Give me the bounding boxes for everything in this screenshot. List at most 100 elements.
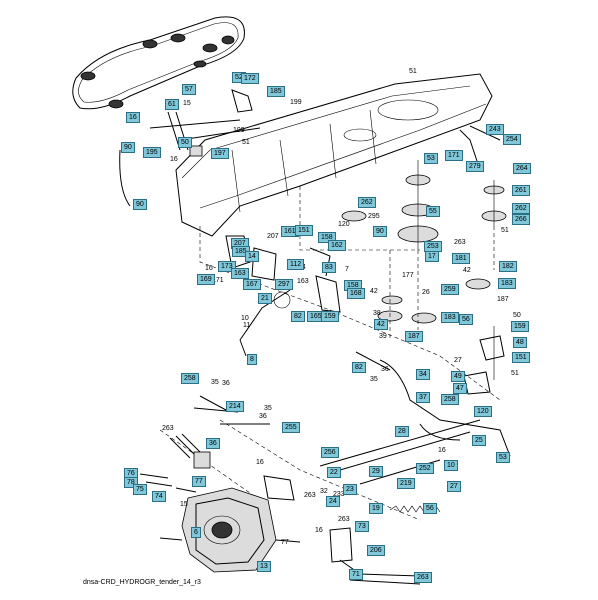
callout: 53 <box>424 153 438 164</box>
callout: 13 <box>257 561 271 572</box>
callout: 263 <box>304 492 316 499</box>
callout: 22 <box>327 467 341 478</box>
small-hardware <box>139 433 295 501</box>
spindle-pulleys <box>341 160 507 324</box>
callout: 71 <box>349 569 363 580</box>
drive-belt-inner <box>78 22 239 103</box>
callout: 171 <box>445 150 463 161</box>
callout: 206 <box>367 545 385 556</box>
callout: 11 <box>243 322 251 329</box>
callout: 77 <box>192 476 206 487</box>
callout: 173 <box>218 261 236 272</box>
callout: 120 <box>474 406 492 417</box>
callout: 183 <box>498 278 516 289</box>
callout: 78 <box>124 477 138 488</box>
callout: 258 <box>441 394 459 405</box>
callout: 26 <box>422 289 430 296</box>
callout: 233 <box>333 491 345 498</box>
callout: 263 <box>414 572 432 583</box>
callout: 61 <box>165 99 179 110</box>
callout: 262 <box>512 203 530 214</box>
callout: 36 <box>381 366 389 373</box>
callout: 219 <box>397 478 415 489</box>
callout: 10 <box>241 315 249 322</box>
callout: 177 <box>402 272 414 279</box>
callout: 259 <box>441 284 459 295</box>
callout: 120 <box>338 221 350 228</box>
callout: 32 <box>320 488 328 495</box>
callout: 256 <box>321 447 339 458</box>
callout: 24 <box>326 496 340 507</box>
callout: 35 <box>211 379 219 386</box>
callout: 90 <box>373 226 387 237</box>
callout: 254 <box>503 134 521 145</box>
callout: 42 <box>374 319 388 330</box>
callout: 162 <box>328 240 346 251</box>
callout: 16 <box>256 459 264 466</box>
callout: 181 <box>452 253 470 264</box>
callout: 252 <box>416 463 434 474</box>
callout: 255 <box>282 422 300 433</box>
callout: 279 <box>466 161 484 172</box>
callout: 261 <box>512 185 530 196</box>
callout: 159 <box>511 321 529 332</box>
frame-chassis <box>175 73 493 237</box>
callout: 266 <box>512 214 530 225</box>
callout: 197 <box>211 148 229 159</box>
callout: 151 <box>512 352 530 363</box>
callout: 112 <box>287 259 305 270</box>
callout: 15 <box>183 100 191 107</box>
drive-belt <box>72 16 245 110</box>
callout: 182 <box>499 261 517 272</box>
callout: 38 <box>373 310 381 317</box>
callout: 39 <box>379 333 387 340</box>
callout: 34 <box>416 369 430 380</box>
callout: 82 <box>291 311 305 322</box>
callout: 73 <box>355 521 369 532</box>
callout: 35 <box>264 405 272 412</box>
callout: 168 <box>347 288 365 299</box>
callout: 199 <box>233 127 245 134</box>
callout: 187 <box>405 331 423 342</box>
callout: 16 <box>205 265 213 272</box>
callout: 258 <box>181 373 199 384</box>
callout: 51 <box>511 370 519 377</box>
callout: 207 <box>267 233 279 240</box>
callout: 27 <box>447 481 461 492</box>
callout: 172 <box>241 73 259 84</box>
callout: 56 <box>459 314 473 325</box>
callout: 36 <box>222 380 230 387</box>
mid-brackets <box>225 235 341 357</box>
callout: 163 <box>297 278 309 285</box>
callout: 183 <box>441 312 459 323</box>
callout: 16 <box>170 156 178 163</box>
callout: 163 <box>231 268 249 279</box>
callout: 51 <box>501 227 509 234</box>
callout: 56 <box>423 503 437 514</box>
callout: 48 <box>513 337 527 348</box>
callout: 263 <box>454 239 466 246</box>
assembly-centerlines <box>159 186 501 521</box>
callout: 10 <box>444 460 458 471</box>
callout: 28 <box>395 426 409 437</box>
callout: 83 <box>322 262 336 273</box>
drawing-id-caption: dnsa-CRD_HYDROGR_tender_14_r3 <box>83 579 201 586</box>
callout: 19 <box>369 503 383 514</box>
callout: 167 <box>243 279 261 290</box>
callout: 214 <box>226 401 244 412</box>
callout: 8 <box>247 354 257 365</box>
callout: 158 <box>318 232 336 243</box>
callout: 171 <box>212 277 224 284</box>
callout: 15 <box>180 501 188 508</box>
callout: 6 <box>191 527 201 538</box>
callout: 16 <box>126 112 140 123</box>
callout: 263 <box>162 425 174 432</box>
callout: 27 <box>454 357 462 364</box>
callout: 53 <box>496 452 510 463</box>
callout: 23 <box>343 484 357 495</box>
callout: 35 <box>370 376 378 383</box>
callout: 169 <box>197 274 215 285</box>
callout: 297 <box>275 279 293 290</box>
callout: 47 <box>453 383 467 394</box>
